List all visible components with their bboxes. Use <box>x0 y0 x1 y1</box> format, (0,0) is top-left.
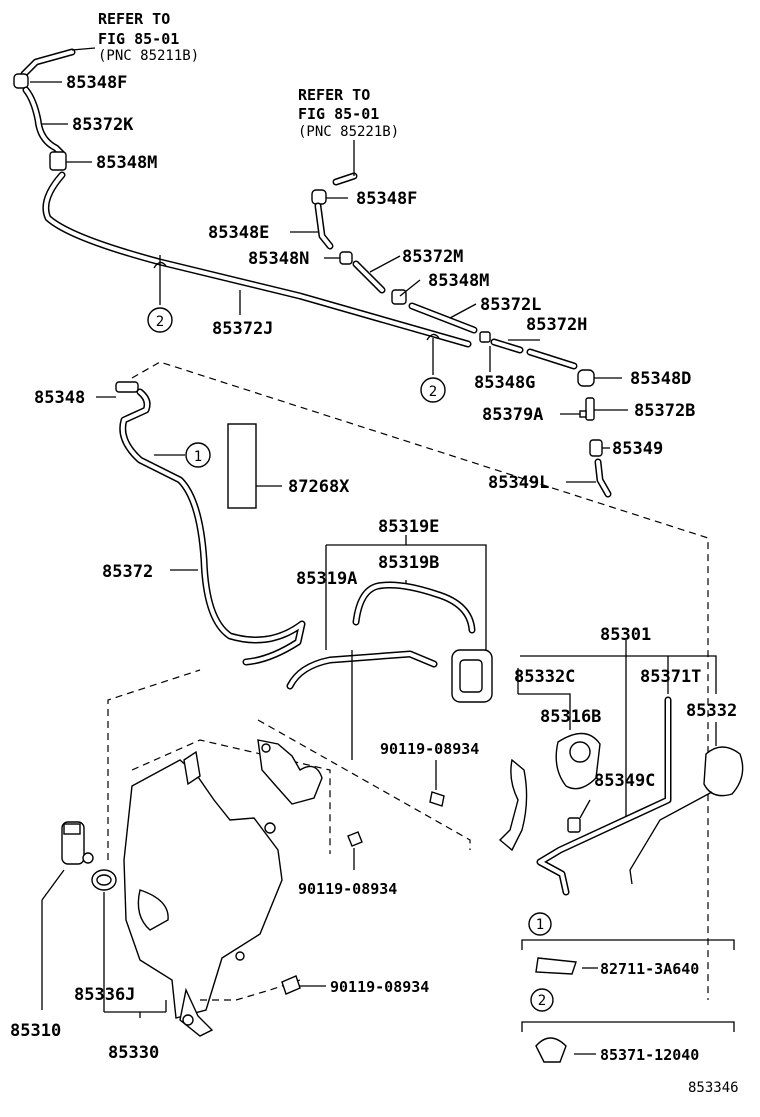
label-85372H: 85372H <box>526 315 587 335</box>
label-85319B: 85319B <box>378 553 439 573</box>
dashed-guide-85319 <box>257 719 471 850</box>
tank-filler-neck <box>257 739 323 805</box>
marker-2-clamp-b <box>420 377 446 403</box>
dashed-frame-left <box>107 669 201 860</box>
hose-set-85319 <box>257 535 493 850</box>
label-85348N: 85348N <box>248 249 309 269</box>
label-85349C: 85349C <box>594 771 655 791</box>
ref2-line2: FIG 85-01 <box>298 105 379 123</box>
label-85332: 85332 <box>686 701 737 721</box>
upper-hose-group: 2 2 <box>13 47 612 498</box>
svg-text:1: 1 <box>536 917 544 933</box>
label-85301: 85301 <box>600 625 651 645</box>
bolt-90119-b <box>347 831 363 847</box>
part-labels: 85348F 85372K 85348M 85348F 85348E 85372… <box>10 73 739 1096</box>
callout-box-2: 2 85371-12040 <box>521 988 735 1064</box>
label-85379A: 85379A <box>482 405 543 425</box>
label-85372B: 85372B <box>634 401 695 421</box>
label-85348M-b: 85348M <box>428 271 489 291</box>
label-85332C: 85332C <box>514 667 575 687</box>
joint-85348M-a <box>49 151 67 171</box>
reference-notes: REFER TO FIG 85-01 (PNC 85211B) REFER TO… <box>98 10 399 140</box>
leader-lines-top <box>30 81 628 483</box>
label-90119-08934-a: 90119-08934 <box>380 740 479 758</box>
joint-85349C <box>567 817 581 833</box>
label-85348D: 85348D <box>630 369 691 389</box>
joint-85348G-a <box>479 331 491 343</box>
label-85348F-b: 85348F <box>356 189 417 209</box>
ref1-line1: REFER TO <box>98 10 170 28</box>
label-sheet-87268X <box>227 423 257 509</box>
joint-85349 <box>589 439 603 457</box>
label-85371-12040: 85371-12040 <box>600 1046 699 1064</box>
joint-85348 <box>115 381 139 393</box>
label-85372M: 85372M <box>402 247 463 267</box>
label-85310: 85310 <box>10 1021 61 1041</box>
valve-85379A <box>579 410 587 418</box>
bolt-90119-a <box>429 791 445 807</box>
label-85349L: 85349L <box>488 473 549 493</box>
figure-id: 853346 <box>688 1080 739 1096</box>
ref1-line2: FIG 85-01 <box>98 30 179 48</box>
hose-85319B <box>352 581 476 634</box>
label-85348: 85348 <box>34 388 85 408</box>
label-85319A: 85319A <box>296 569 357 589</box>
washer-tank-85330 <box>41 739 445 1037</box>
label-85371T: 85371T <box>640 667 701 687</box>
label-85372J: 85372J <box>212 319 273 339</box>
label-85349: 85349 <box>612 439 663 459</box>
cap-85332 <box>703 746 744 797</box>
label-85372L: 85372L <box>480 295 541 315</box>
dashed-guide-tank <box>131 739 331 854</box>
clamp-82711 <box>535 957 577 975</box>
svg-text:2: 2 <box>156 314 164 330</box>
hose-85372B <box>585 397 595 421</box>
label-85372K: 85372K <box>72 115 134 135</box>
bolt-90119-c <box>281 975 301 995</box>
label-85348G: 85348G <box>474 373 535 393</box>
joint-85348D <box>577 369 595 387</box>
label-85348M-a: 85348M <box>96 153 157 173</box>
label-82711-3A640: 82711-3A640 <box>600 960 699 978</box>
hose-85371T <box>536 696 672 896</box>
hose-85372 <box>119 388 306 666</box>
dashed-frame-right <box>131 361 709 1000</box>
label-85319E: 85319E <box>378 517 439 537</box>
joint-85348F-b <box>311 189 327 205</box>
label-85348E: 85348E <box>208 223 269 243</box>
ref2-line3: (PNC 85221B) <box>298 124 399 140</box>
marker-2-clamp-a <box>147 307 173 333</box>
pump-assembly-85301 <box>498 640 744 896</box>
rear-hose-group: 1 <box>96 381 306 666</box>
svg-text:2: 2 <box>429 384 437 400</box>
callout-box-1: 1 82711-3A640 <box>521 912 735 978</box>
label-85348F-a: 85348F <box>66 73 127 93</box>
label-87268X: 87268X <box>288 477 350 497</box>
label-85372: 85372 <box>102 562 153 582</box>
label-90119-08934-b: 90119-08934 <box>298 880 397 898</box>
svg-text:2: 2 <box>538 993 546 1009</box>
clamp-85371 <box>535 1037 567 1063</box>
label-85330: 85330 <box>108 1043 159 1063</box>
joint-85348F-a <box>13 73 29 89</box>
label-85336J: 85336J <box>74 985 135 1005</box>
svg-text:1: 1 <box>194 449 202 465</box>
label-90119-08934-c: 90119-08934 <box>330 978 429 996</box>
ref1-line3: (PNC 85211B) <box>98 48 199 64</box>
marker-1-clamp <box>185 442 211 468</box>
hose-85332C <box>498 758 528 852</box>
ref2-line1: REFER TO <box>298 86 370 104</box>
tank-body <box>123 759 283 1019</box>
label-85316B: 85316B <box>540 707 601 727</box>
joint-85348N <box>339 251 353 265</box>
